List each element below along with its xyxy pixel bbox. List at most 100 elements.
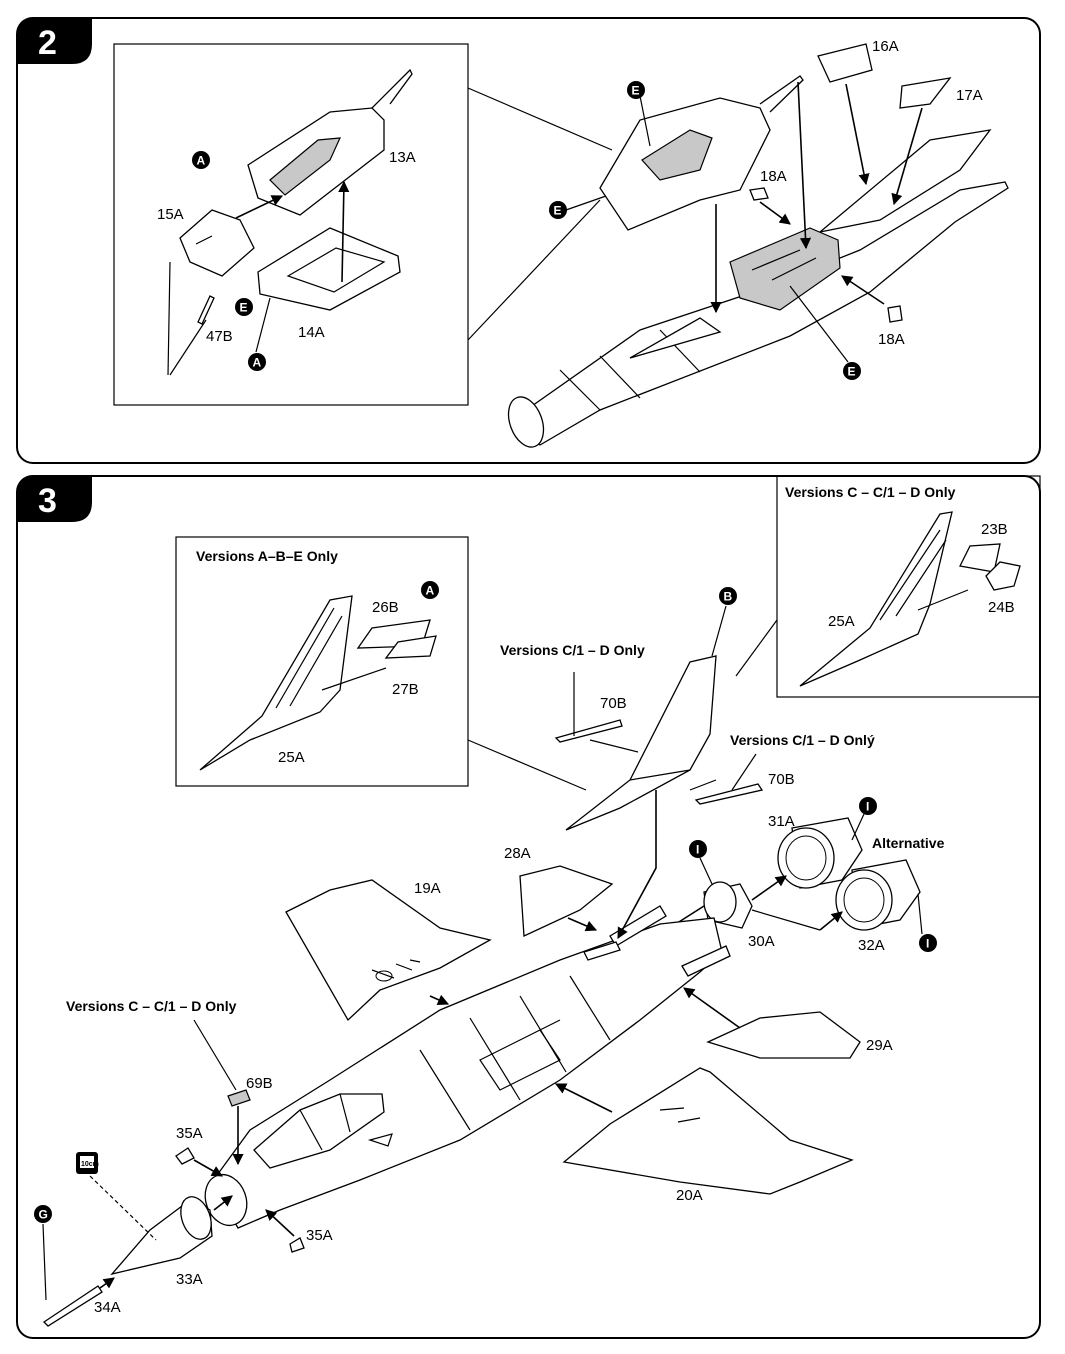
svg-text:10cm: 10cm	[81, 1161, 99, 1168]
svg-text:E: E	[554, 204, 562, 218]
rear-cockpit-tub	[729, 187, 841, 311]
part-47b	[197, 295, 215, 325]
part-label-35a: 35A	[176, 1125, 203, 1142]
svg-text:E: E	[240, 301, 248, 315]
marker-e	[549, 201, 567, 219]
cockpit-shell	[599, 75, 804, 231]
part-label-30a: 30A	[748, 933, 775, 950]
arrow-icon	[99, 1277, 115, 1289]
arrow-icon	[797, 81, 812, 250]
svg-text:E: E	[632, 84, 640, 98]
arrow-icon	[213, 1195, 233, 1211]
part-label-15a: 15A	[157, 206, 184, 223]
marker-i	[859, 797, 877, 815]
part-35a	[289, 1237, 305, 1253]
svg-text:A: A	[197, 154, 206, 168]
svg-text:I: I	[926, 937, 929, 951]
part-label-13a: 13A	[389, 149, 416, 166]
part-label-35a: 35A	[306, 1227, 333, 1244]
arrow-icon	[841, 275, 885, 305]
part-label-34a: 34A	[94, 1299, 121, 1316]
svg-text:B: B	[724, 590, 733, 604]
arrow-icon	[338, 180, 350, 283]
part-label-70b: 70B	[768, 771, 795, 788]
svg-text:A: A	[426, 584, 435, 598]
part-label-24b: 24B	[988, 599, 1015, 616]
part-14a-frame	[257, 227, 401, 311]
svg-text:E: E	[848, 365, 856, 379]
marker-a	[192, 151, 210, 169]
svg-text:I: I	[696, 843, 699, 857]
part-label-27b: 27B	[392, 681, 419, 698]
part-label-14a: 14A	[298, 324, 325, 341]
step-number: 3	[38, 482, 57, 520]
part-28a	[519, 865, 614, 937]
note-versions-abe: Versions A–B–E Only	[196, 548, 338, 564]
part-label-26b: 26B	[372, 599, 399, 616]
arrow-icon	[265, 1209, 295, 1237]
marker-g	[34, 1205, 52, 1223]
step-3-panel: 3 Versions C – C/1 – D Only 23B 24B 25A …	[16, 475, 1041, 1339]
marker-a	[248, 353, 266, 371]
part-label-69b: 69B	[246, 1075, 273, 1092]
weight-icon: 10cm	[76, 1152, 99, 1174]
vertical-fin	[565, 655, 717, 831]
part-18a	[887, 305, 903, 323]
arrow-icon	[891, 107, 923, 206]
step-number: 2	[38, 24, 57, 62]
marker-e	[843, 362, 861, 380]
part-27b	[384, 635, 437, 659]
part-31a-nozzle	[777, 817, 863, 889]
part-label-16a: 16A	[872, 38, 899, 55]
part-16a	[817, 43, 873, 83]
fin-25a-inset-abe	[199, 595, 353, 771]
detail-inset	[113, 43, 469, 406]
step-2-panel: 2 13A 15A 47B 14A A	[16, 17, 1041, 464]
part-label-25a: 25A	[828, 613, 855, 630]
arrow-icon	[554, 1083, 613, 1113]
main-fuselage	[204, 905, 731, 1229]
part-label-25a: 25A	[278, 749, 305, 766]
part-32a-nozzle	[835, 859, 921, 931]
arrow-icon	[845, 83, 870, 186]
versions-inset-c	[776, 475, 1041, 698]
part-13a-cockpit	[247, 68, 413, 216]
part-label-28a: 28A	[504, 845, 531, 862]
marker-e	[235, 298, 253, 316]
part-label-20a: 20A	[676, 1187, 703, 1204]
part-19a-stabilizer	[285, 879, 492, 1022]
fin-25a-inset-c	[799, 511, 953, 687]
part-label-33a: 33A	[176, 1271, 203, 1288]
note-alternative: Alternative	[872, 835, 945, 851]
part-label-32a: 32A	[858, 937, 885, 954]
part-label-29a: 29A	[866, 1037, 893, 1054]
part-29a	[706, 1011, 861, 1059]
part-label-23b: 23B	[981, 521, 1008, 538]
part-23b	[959, 543, 1001, 573]
part-label-70b: 70B	[600, 695, 627, 712]
arrow-icon	[193, 1159, 223, 1177]
part-34a	[42, 1285, 103, 1327]
marker-i	[689, 840, 707, 858]
part-label-19a: 19A	[414, 880, 441, 897]
part-label-17a: 17A	[956, 87, 983, 104]
note-versions-c1-d: Versions C/1 – D Only	[500, 642, 645, 658]
arrow-icon	[683, 987, 741, 1029]
fuselage-front-section	[507, 129, 1009, 448]
arrow-icon	[617, 790, 657, 939]
marker-e	[627, 81, 645, 99]
part-17a	[899, 77, 952, 109]
part-35a	[175, 1147, 195, 1165]
part-70b	[554, 719, 623, 743]
svg-text:G: G	[39, 1208, 48, 1222]
arrow-icon	[235, 195, 284, 219]
marker-b	[719, 587, 737, 605]
marker-i	[919, 934, 937, 952]
part-33a-nose-cone	[110, 1196, 213, 1276]
part-label-18a: 18A	[760, 168, 787, 185]
part-30a-cone	[703, 881, 753, 929]
part-69b	[227, 1089, 251, 1107]
arrow-icon	[819, 911, 843, 931]
part-15a-bulkhead	[179, 209, 255, 277]
